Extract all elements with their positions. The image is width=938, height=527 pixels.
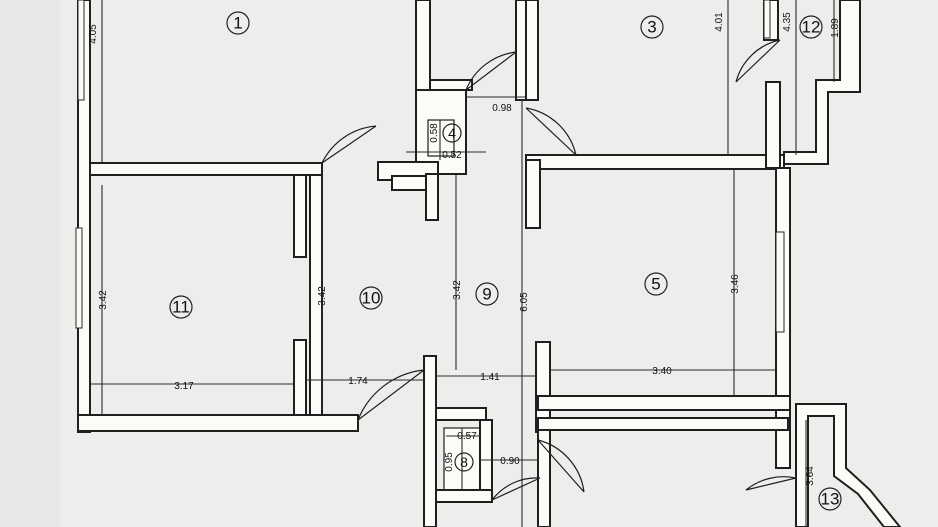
dim-0-98: 0.98 xyxy=(492,103,512,114)
door-room12 xyxy=(735,39,781,83)
dim-4-35: 4.35 xyxy=(782,12,793,32)
door-room13 xyxy=(745,476,797,491)
closet4-stub-3 xyxy=(425,173,439,221)
room-9-label: 9 xyxy=(482,285,491,304)
room12-bay-walls xyxy=(783,0,861,165)
dim-0-95: 0.95 xyxy=(444,452,455,472)
dim-1-74: 1.74 xyxy=(348,376,368,387)
window-room5 xyxy=(775,231,785,333)
room-1-label: 1 xyxy=(233,14,242,33)
closet8-bottom-wall xyxy=(435,489,493,503)
room-13-label: 13 xyxy=(821,490,840,509)
door-bottom xyxy=(491,477,541,501)
room-4-label: 4 xyxy=(448,125,456,141)
dim-3-64: 3.64 xyxy=(805,466,816,486)
room2-bottom-wall xyxy=(429,79,473,91)
dim-0-90: 0.90 xyxy=(500,456,520,467)
room-3-label: 3 xyxy=(647,18,656,37)
dim-3-42-room11: 3.42 xyxy=(98,290,109,310)
door-closet8 xyxy=(537,439,585,493)
dim-3-46: 3.46 xyxy=(730,274,741,294)
room-5-label: 5 xyxy=(651,275,660,294)
door-room3 xyxy=(525,107,577,156)
window-room1 xyxy=(77,0,85,101)
room-11-label: 11 xyxy=(172,298,190,317)
dimension-labels: 4.05 4.01 4.35 1.89 0.98 0.58 0.52 3.42 … xyxy=(88,12,841,486)
closet8-left-wall xyxy=(423,355,437,527)
room3-bottom-wall xyxy=(525,154,785,170)
room-labels: 1 3 4 5 8 9 10 11 12 13 xyxy=(169,11,842,511)
door-room2 xyxy=(465,51,517,91)
dimension-lines xyxy=(90,0,835,527)
dim-3-42-hall: 3.42 xyxy=(452,280,463,300)
window-room11 xyxy=(75,227,83,329)
dim-1-41: 1.41 xyxy=(480,372,500,383)
dim-3-17: 3.17 xyxy=(174,381,194,392)
dim-0-58: 0.58 xyxy=(429,123,440,143)
room7-top-wall xyxy=(537,417,789,431)
doors xyxy=(321,39,797,501)
door-room10 xyxy=(357,369,425,421)
dim-3-40: 3.40 xyxy=(652,366,672,377)
room-10-label: 10 xyxy=(362,289,381,308)
room11-right-wall-lower xyxy=(293,339,307,421)
dim-0-57: 0.57 xyxy=(457,431,477,442)
bottom-wall-left xyxy=(77,414,359,432)
room7-left-wall xyxy=(537,419,551,527)
dim-4-01: 4.01 xyxy=(714,12,725,32)
dim-4-05: 4.05 xyxy=(88,24,99,44)
room2-left-wall xyxy=(415,0,431,91)
dim-3-42-room10: 3.42 xyxy=(317,286,328,306)
door-room1 xyxy=(321,125,377,164)
room11-right-wall-upper xyxy=(293,174,307,258)
plan-sheet xyxy=(60,0,938,527)
room1-bottom-wall xyxy=(89,162,323,176)
dim-0-52: 0.52 xyxy=(442,150,462,161)
room3-left-wall xyxy=(525,0,539,101)
room-8-label: 8 xyxy=(460,454,468,470)
room5-bottom-wall xyxy=(537,395,791,411)
room3-right-wall xyxy=(765,81,781,169)
room13-bay-walls xyxy=(795,403,902,527)
window-room12 xyxy=(763,0,771,39)
room-12-label: 12 xyxy=(802,18,821,37)
windows xyxy=(75,0,785,333)
dim-6-05: 6.05 xyxy=(519,292,530,312)
dim-1-89: 1.89 xyxy=(830,18,841,38)
closet8-right-wall xyxy=(479,419,493,499)
room5-left-wall-upper xyxy=(525,159,541,229)
